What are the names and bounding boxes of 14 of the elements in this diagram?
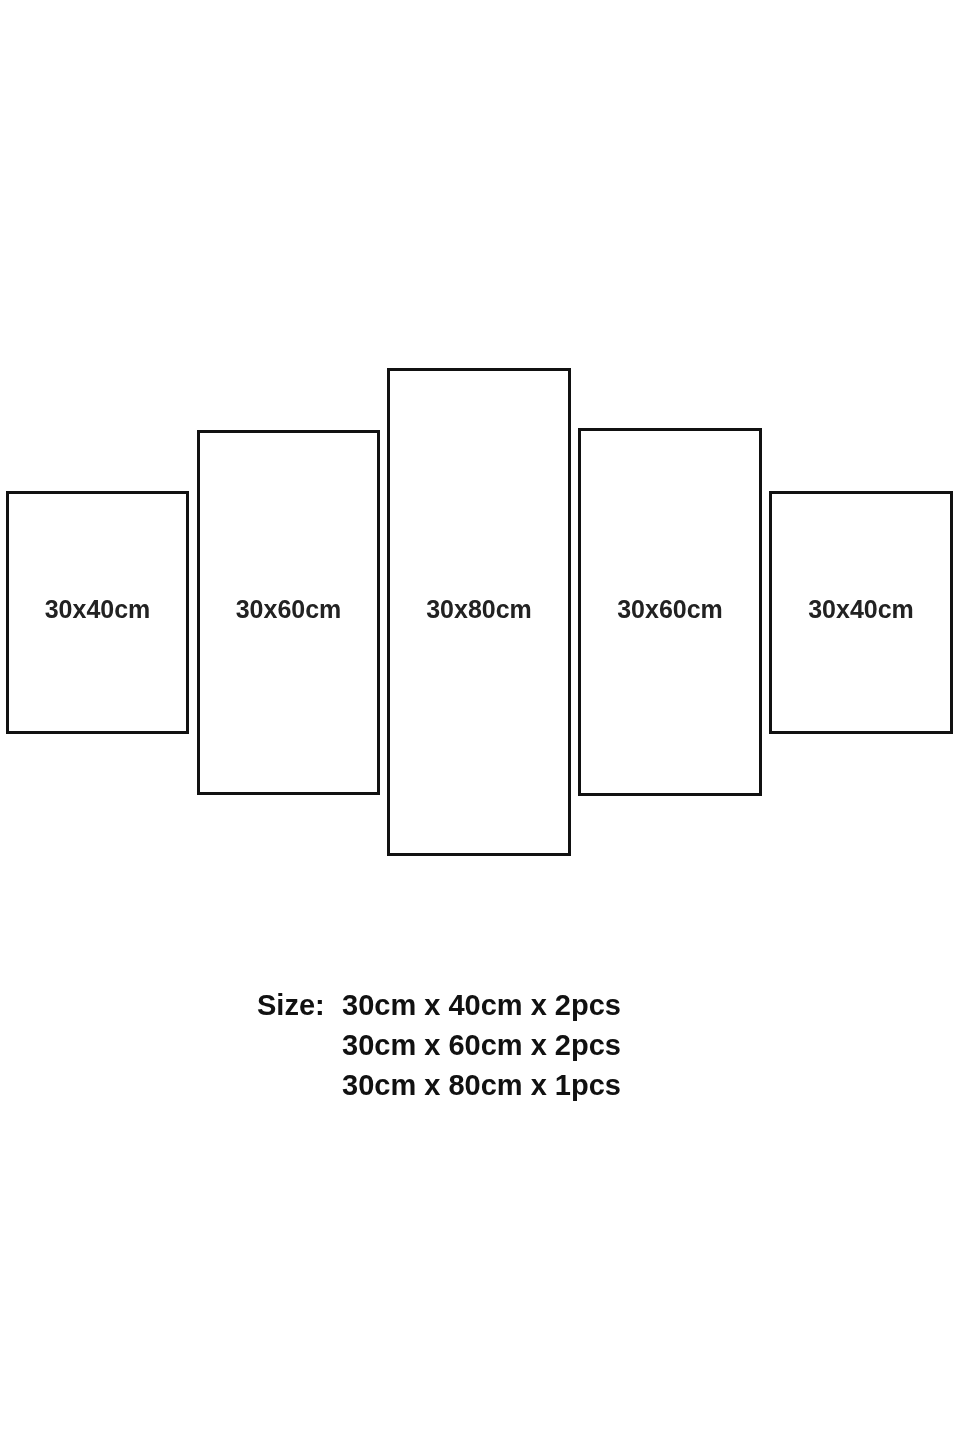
size-label: 30x40cm bbox=[43, 594, 152, 624]
size-label: 30x40cm bbox=[807, 594, 915, 624]
canvas-panel bbox=[769, 491, 953, 734]
canvas-panel bbox=[197, 430, 380, 795]
size-heading: Size: bbox=[257, 988, 325, 1022]
size-spec-line: 30cm x 60cm x 2pcs bbox=[342, 1028, 621, 1062]
canvas-panel bbox=[6, 491, 189, 734]
size-label: 30x60cm bbox=[616, 594, 724, 624]
canvas-panel bbox=[387, 368, 571, 856]
size-spec-line: 30cm x 40cm x 2pcs bbox=[342, 988, 621, 1022]
size-label: 30x60cm bbox=[234, 594, 343, 624]
canvas-panel bbox=[578, 428, 762, 796]
size-spec-line: 30cm x 80cm x 1pcs bbox=[342, 1068, 621, 1102]
size-label: 30x80cm bbox=[425, 594, 533, 624]
